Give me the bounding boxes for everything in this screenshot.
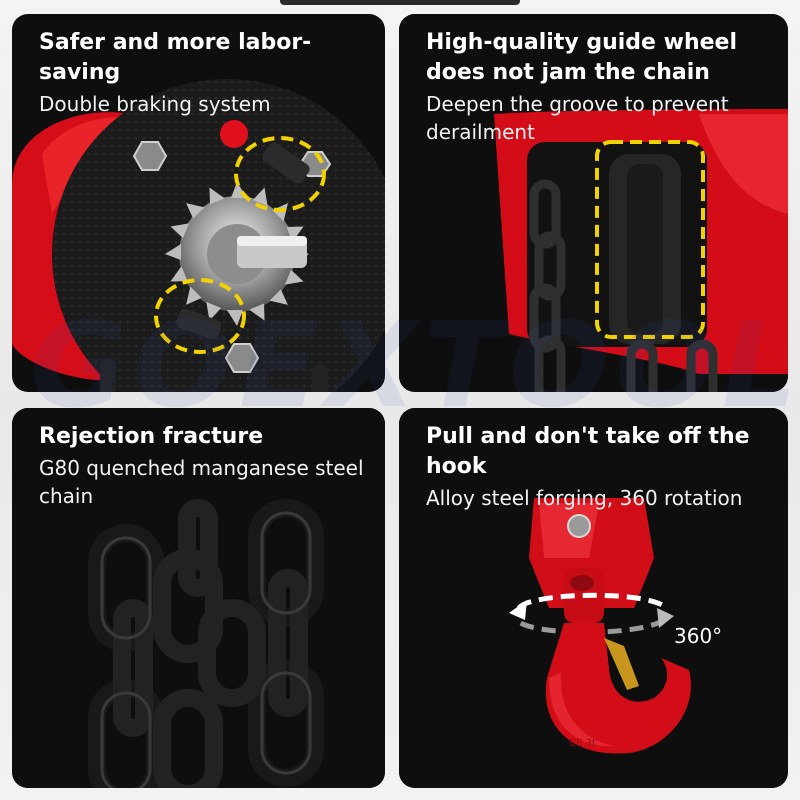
highlight-ring-upper bbox=[234, 136, 326, 212]
highlight-box bbox=[595, 140, 705, 339]
rotation-label: 360° bbox=[674, 624, 723, 648]
guide-wheel-illustration bbox=[399, 14, 788, 392]
panel-subtitle: G80 quenched manganese steel chain bbox=[39, 456, 364, 508]
chain-illustration bbox=[12, 408, 385, 788]
panel-guide-wheel: High-quality guide wheel does not jam th… bbox=[399, 14, 788, 392]
red-indicator-dot bbox=[220, 120, 248, 148]
brake-wheel-illustration bbox=[12, 79, 385, 392]
bolt-nut bbox=[132, 141, 168, 171]
panel-title: Pull and don't take off the hook bbox=[426, 424, 750, 479]
panel-subtitle: Alloy steel forging, 360 rotation bbox=[426, 486, 743, 510]
panel-caption: Safer and more labor-saving Double braki… bbox=[39, 28, 375, 118]
safety-latch bbox=[604, 638, 639, 690]
pawl bbox=[176, 308, 222, 340]
panel-braking-system: Safer and more labor-saving Double braki… bbox=[12, 14, 385, 392]
hook-body bbox=[545, 623, 691, 754]
panel-subtitle: Double braking system bbox=[39, 92, 271, 116]
panel-rotating-hook: CE 3t Pull and don't take off the hook A… bbox=[399, 408, 788, 788]
panel-subtitle: Deepen the groove to prevent derailment bbox=[426, 92, 729, 144]
panel-title: High-quality guide wheel does not jam th… bbox=[426, 30, 737, 85]
bolt-nut bbox=[224, 343, 260, 373]
panel-steel-chain: Rejection fracture G80 quenched manganes… bbox=[12, 408, 385, 788]
panel-caption: Rejection fracture G80 quenched manganes… bbox=[39, 422, 375, 510]
svg-text:CE 3t: CE 3t bbox=[569, 738, 596, 749]
top-tab-bar bbox=[280, 0, 520, 5]
hook-illustration: CE 3t bbox=[399, 408, 788, 788]
hook-bolt bbox=[567, 514, 591, 538]
panel-caption: High-quality guide wheel does not jam th… bbox=[426, 28, 778, 146]
pawl bbox=[262, 142, 310, 184]
panel-title: Rejection fracture bbox=[39, 424, 264, 449]
highlight-ring-lower bbox=[154, 278, 246, 354]
hook-swivel-block bbox=[529, 498, 654, 608]
panel-caption: Pull and don't take off the hook Alloy s… bbox=[426, 422, 778, 512]
panel-title: Safer and more labor-saving bbox=[39, 30, 312, 85]
